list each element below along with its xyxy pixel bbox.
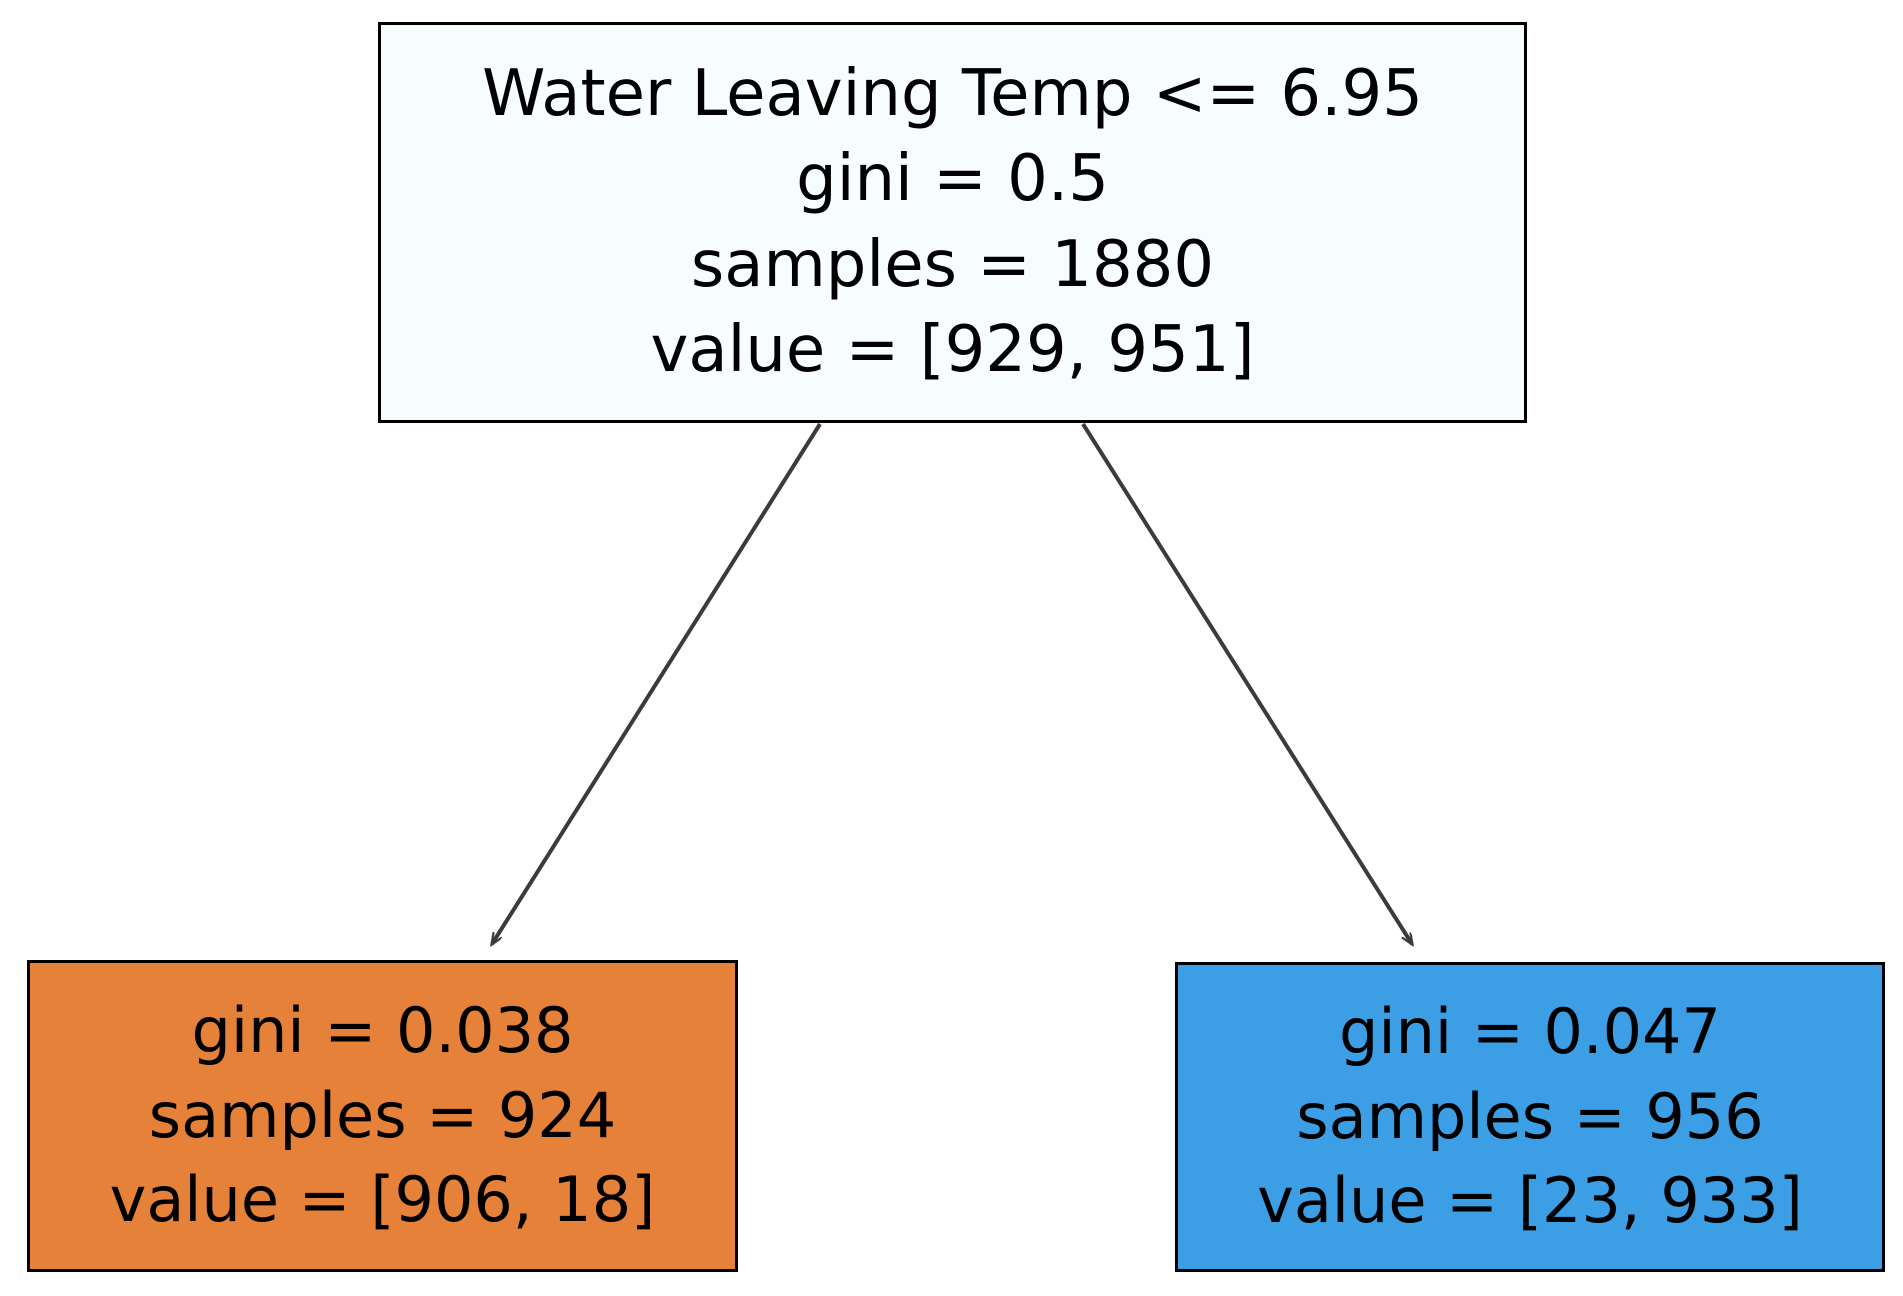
leaf-left-samples: samples = 924: [148, 1078, 617, 1152]
leaf-right-value: value = [23, 933]: [1257, 1164, 1803, 1238]
root-split-condition: Water Leaving Temp <= 6.95: [482, 57, 1423, 132]
root-samples: samples = 1880: [690, 227, 1215, 302]
root-value: value = [929, 951]: [650, 312, 1255, 387]
leaf-right-samples: samples = 956: [1296, 1079, 1764, 1153]
tree-node-root[interactable]: Water Leaving Temp <= 6.95 gini = 0.5 sa…: [378, 22, 1527, 423]
leaf-right-gini: gini = 0.047: [1339, 995, 1721, 1069]
edge-root-to-left-leaf: [492, 422, 822, 944]
tree-node-leaf-right[interactable]: gini = 0.047 samples = 956 value = [23, …: [1175, 962, 1885, 1272]
leaf-left-value: value = [906, 18]: [109, 1163, 656, 1237]
root-gini: gini = 0.5: [796, 142, 1109, 217]
edge-root-to-right-leaf: [1081, 422, 1412, 944]
tree-node-leaf-left[interactable]: gini = 0.038 samples = 924 value = [906,…: [27, 960, 738, 1272]
leaf-left-gini: gini = 0.038: [191, 994, 574, 1068]
